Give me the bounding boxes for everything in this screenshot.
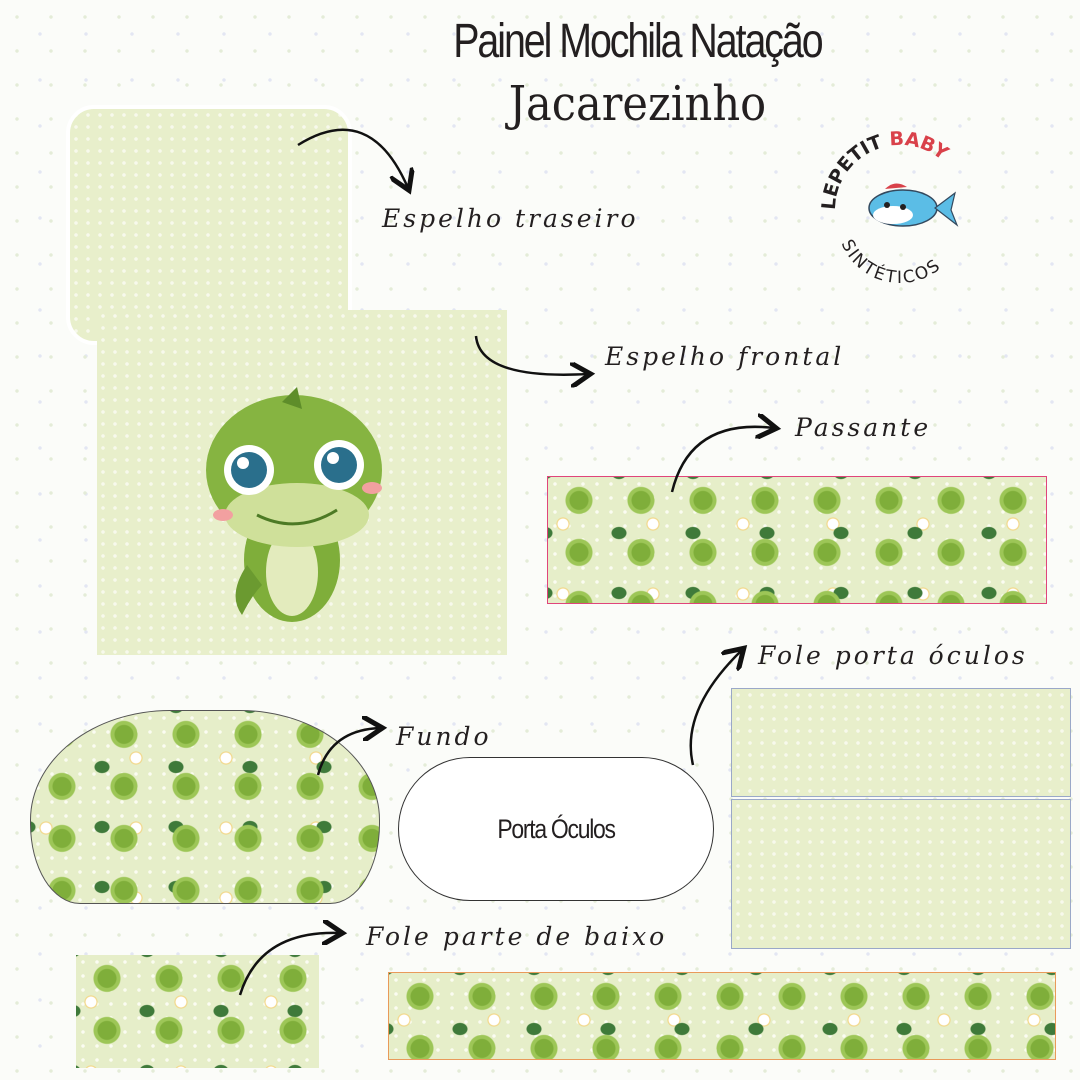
porta-oculos-shape: Porta Óculos xyxy=(398,757,714,901)
fole-porta-oculos-panel-top xyxy=(731,688,1071,797)
page-subtitle: Jacarezinho xyxy=(508,76,767,132)
brand-logo: LEPETIT BABY SINTÉTICOS xyxy=(815,125,985,288)
crocodile-illustration xyxy=(206,387,382,622)
porta-oculos-label: Porta Óculos xyxy=(497,813,616,844)
page-title: Painel Mochila Natação xyxy=(453,15,823,68)
passante-panel xyxy=(547,476,1047,604)
passante-label: Passante xyxy=(795,413,932,442)
fundo-panel xyxy=(30,710,380,904)
espelho-frontal-label: Espelho frontal xyxy=(605,342,845,371)
espelho-traseiro-label: Espelho traseiro xyxy=(382,204,639,233)
fole-parte-baixo-label: Fole parte de baixo xyxy=(366,922,668,951)
espelho-frontal-panel xyxy=(97,310,507,655)
espelho-traseiro-panel xyxy=(66,105,352,345)
fole-porta-oculos-label: Fole porta óculos xyxy=(758,641,1028,670)
fole-parte-baixo-panel-long xyxy=(388,972,1056,1060)
fole-porta-oculos-panel-bottom xyxy=(731,799,1071,949)
fundo-label: Fundo xyxy=(396,722,492,751)
fole-parte-baixo-panel-small xyxy=(76,955,319,1068)
